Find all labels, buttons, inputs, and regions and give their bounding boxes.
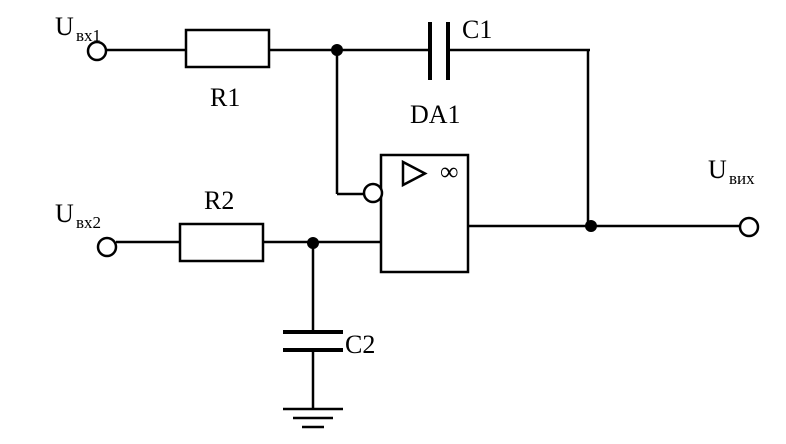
terminal-output (738, 216, 760, 238)
opamp-da1: ∞ (310, 153, 740, 274)
resistor-r2 (178, 222, 265, 263)
label-c2: C2 (345, 330, 375, 359)
label-da1: DA1 (410, 100, 461, 129)
label-input2: U вх2 (55, 199, 101, 232)
terminal-input2 (96, 236, 118, 258)
label-r2: R2 (204, 186, 234, 215)
infinity-symbol: ∞ (440, 157, 459, 186)
label-c1: C1 (462, 15, 492, 44)
label-input1: U вх1 (55, 12, 101, 45)
junction-output-node (585, 220, 597, 232)
label-input1-sub: вх1 (76, 26, 101, 45)
ground-icon (283, 407, 343, 429)
label-input2-sub: вх2 (76, 213, 101, 232)
resistor-r1 (184, 28, 271, 69)
label-input2-main: U (55, 199, 74, 228)
label-output: U вих (708, 155, 755, 188)
label-input1-main: U (55, 12, 74, 41)
inverting-input-bubble (362, 182, 384, 204)
terminal-input1 (86, 40, 108, 62)
label-r1: R1 (210, 83, 240, 112)
label-output-sub: вих (729, 169, 755, 188)
amplifier-triangle-icon (401, 159, 428, 188)
label-output-main: U (708, 155, 727, 184)
input2-branch (96, 222, 343, 409)
input1-branch (86, 22, 590, 226)
